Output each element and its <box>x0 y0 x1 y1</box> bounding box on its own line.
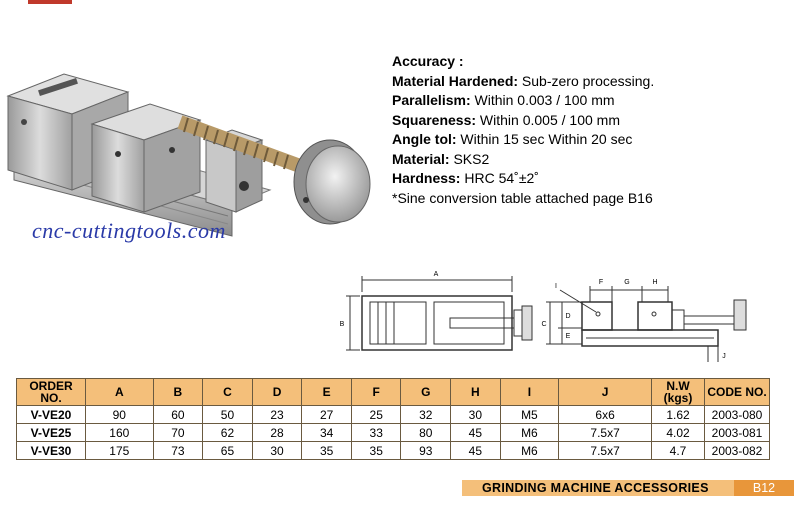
table-cell: 4.7 <box>651 441 705 460</box>
dim-label-e: E <box>566 333 571 340</box>
col-net-weight: N.W (kgs) <box>651 378 705 406</box>
table-row: V-VE25 160 70 62 28 34 33 80 45 M6 7.5x7… <box>16 423 770 442</box>
table-cell: 65 <box>202 441 253 460</box>
col-order-no: ORDER NO. <box>16 378 86 406</box>
dim-label-a: A <box>434 271 439 278</box>
footer-section-title: GRINDING MACHINE ACCESSORIES <box>482 481 709 495</box>
spec-row: Material: SKS2 <box>392 150 490 167</box>
specifications-block: Accuracy : Material Hardened: Sub-zero p… <box>392 52 654 208</box>
side-view-drawing: I F G H C D E J <box>541 279 747 362</box>
table-row: V-VE20 90 60 50 23 27 25 32 30 M5 6x6 1.… <box>16 405 770 424</box>
table-cell: M6 <box>499 423 560 442</box>
table-cell: 7.5x7 <box>558 441 652 460</box>
table-cell: 62 <box>202 423 253 442</box>
table-cell: M6 <box>499 441 560 460</box>
col-code-no: CODE NO. <box>704 378 770 406</box>
watermark-text: cnc-cuttingtools.com <box>32 218 226 243</box>
table-cell: 45 <box>450 441 501 460</box>
table-cell: 33 <box>350 423 402 442</box>
spec-row: Parallelism: Within 0.003 / 100 mm <box>392 92 615 108</box>
table-cell: 160 <box>85 423 154 442</box>
table-cell: 45 <box>450 423 501 442</box>
col-g: G <box>400 378 452 406</box>
dim-label-g: G <box>624 279 629 286</box>
precision-vise-image <box>6 73 371 237</box>
table-cell: 60 <box>152 405 204 424</box>
table-cell: 1.62 <box>651 405 705 424</box>
col-e: E <box>301 378 352 406</box>
dim-label-f: F <box>599 279 603 286</box>
col-a: A <box>85 378 154 406</box>
dim-label-c: C <box>541 321 546 328</box>
footer-page-number: B12 <box>734 480 794 496</box>
table-cell: 32 <box>400 405 452 424</box>
table-cell: 4.02 <box>651 423 705 442</box>
table-cell: V-VE30 <box>16 441 86 460</box>
table-cell: 30 <box>450 405 501 424</box>
dim-label-i: I <box>555 283 557 290</box>
table-cell: 93 <box>400 441 452 460</box>
table-cell: 2003-082 <box>704 441 770 460</box>
spec-row: Hardness: HRC 54˚±2˚ <box>392 170 539 186</box>
table-cell: 30 <box>251 441 303 460</box>
table-cell: V-VE20 <box>16 405 86 424</box>
sine-table-note: *Sine conversion table attached page B16 <box>392 189 653 206</box>
table-cell: M5 <box>499 405 560 424</box>
table-row: V-VE30 175 73 65 30 35 35 93 45 M6 7.5x7… <box>16 441 770 460</box>
dim-label-h: H <box>652 279 657 286</box>
table-cell: 2003-081 <box>704 423 770 442</box>
dim-label-b: B <box>340 321 345 328</box>
spec-row: Material Hardened: Sub-zero processing. <box>392 72 655 89</box>
col-d: D <box>251 378 303 406</box>
table-cell: 27 <box>301 405 352 424</box>
table-cell: 28 <box>251 423 303 442</box>
col-c: C <box>202 378 253 406</box>
table-cell: 23 <box>251 405 303 424</box>
col-j: J <box>558 378 652 406</box>
table-cell: 35 <box>301 441 352 460</box>
col-h: H <box>450 378 501 406</box>
table-cell: 70 <box>152 423 204 442</box>
spec-row: Squareness: Within 0.005 / 100 mm <box>392 111 620 128</box>
accuracy-heading: Accuracy : <box>392 53 464 69</box>
table-cell: 80 <box>400 423 452 442</box>
top-color-mark <box>28 0 72 4</box>
table-cell: 175 <box>85 441 154 460</box>
spec-row: Angle tol: Within 15 sec Within 20 sec <box>392 131 633 147</box>
footer-bar: GRINDING MACHINE ACCESSORIES B12 <box>462 480 794 496</box>
table-cell: 73 <box>152 441 204 460</box>
table-cell: 6x6 <box>558 405 652 424</box>
table-cell: 7.5x7 <box>558 423 652 442</box>
top-view-drawing: A B <box>340 271 533 351</box>
col-i: I <box>499 378 560 406</box>
table-cell: V-VE25 <box>16 423 86 442</box>
table-header-row: ORDER NO. A B C D E F G H I J N.W (kgs) … <box>16 378 770 406</box>
table-cell: 90 <box>85 405 154 424</box>
table-cell: 25 <box>350 405 402 424</box>
col-f: F <box>350 378 402 406</box>
table-cell: 34 <box>301 423 352 442</box>
col-b: B <box>152 378 204 406</box>
dimension-table: ORDER NO. A B C D E F G H I J N.W (kgs) … <box>16 378 770 460</box>
dim-label-j: J <box>722 353 726 360</box>
table-cell: 2003-080 <box>704 405 770 424</box>
dim-label-d: D <box>565 313 570 320</box>
table-cell: 35 <box>350 441 402 460</box>
table-cell: 50 <box>202 405 253 424</box>
